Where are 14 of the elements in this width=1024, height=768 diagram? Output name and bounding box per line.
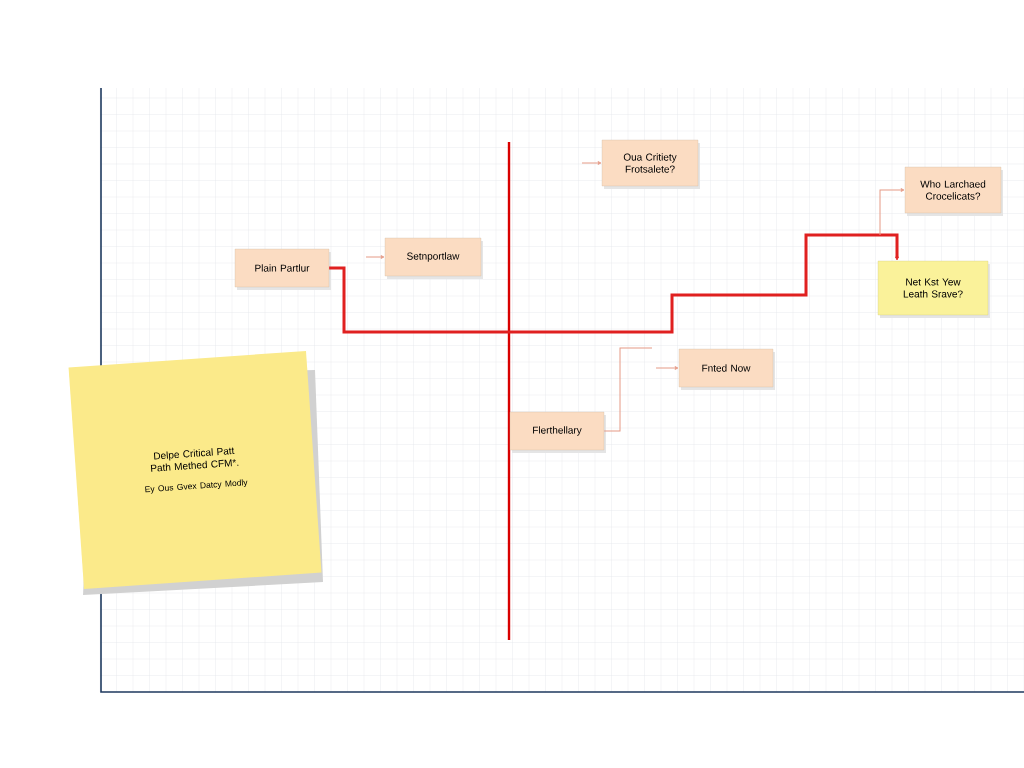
process-box: Plain Partlur xyxy=(234,248,330,288)
arrow xyxy=(365,255,385,259)
sticky-note: Delpe Critical Patt Path Methed CFM*. Ey Ous Gvex Datcy Modly xyxy=(68,350,322,590)
process-box: Setnportlaw xyxy=(384,237,482,277)
process-box: Oua Critiety Frotsalete? xyxy=(601,139,699,187)
connector-line xyxy=(603,347,653,432)
process-box: Fnted Now xyxy=(678,348,774,388)
arrow xyxy=(655,366,679,370)
arrow xyxy=(581,161,602,165)
arrow xyxy=(879,188,905,236)
process-box: Who Larchaed Crocelicats? xyxy=(904,166,1002,214)
process-box: Flerthellary xyxy=(509,411,605,451)
process-box: Net Kst Yew Leath Srave? xyxy=(877,260,989,316)
critical-path-arrow xyxy=(329,233,899,334)
